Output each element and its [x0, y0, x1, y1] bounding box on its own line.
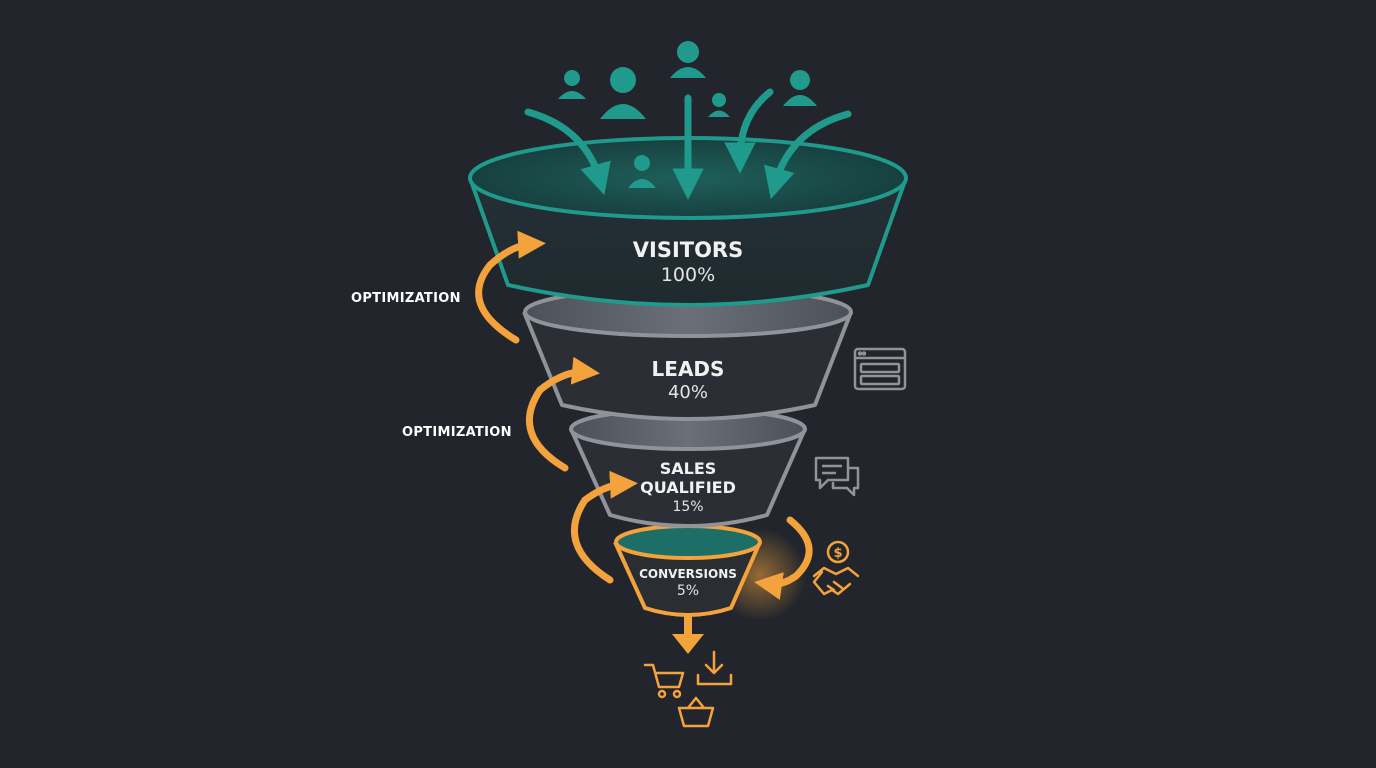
- stage-percent: 15%: [672, 499, 704, 515]
- shopping-cart-icon: [643, 663, 685, 699]
- stage-leads-label: LEADS 40%: [598, 359, 778, 402]
- browser-form-icon: [853, 347, 907, 391]
- stage-title: LEADS: [651, 357, 725, 381]
- people-icons: [558, 41, 817, 119]
- basket-icon: [677, 696, 715, 728]
- stage-sales-qualified-label: SALES QUALIFIED 15%: [608, 459, 768, 515]
- dollar-coin-icon: $: [826, 540, 850, 564]
- handshake-icon: [812, 566, 860, 596]
- chat-bubbles-icon: [814, 456, 860, 497]
- stage-percent: 5%: [676, 583, 700, 599]
- stage-conversions-label: CONVERSIONS 5%: [628, 568, 748, 598]
- stage-title: VISITORS: [632, 238, 744, 262]
- person-icon: [783, 70, 817, 106]
- person-icon: [670, 41, 706, 78]
- optimization-label: OPTIMIZATION: [402, 425, 512, 440]
- person-icon: [600, 67, 646, 119]
- person-icon: [708, 93, 730, 117]
- output-arrow: [672, 614, 704, 654]
- svg-text:$: $: [833, 546, 842, 561]
- incoming-arrows: [524, 88, 852, 200]
- person-icon: [628, 155, 656, 188]
- stage-title-line2: QUALIFIED: [640, 478, 736, 497]
- stage-title: CONVERSIONS: [639, 567, 737, 581]
- stage-percent: 100%: [660, 264, 716, 286]
- optimization-arrows: [475, 230, 813, 600]
- stage-title-line1: SALES: [659, 459, 717, 478]
- download-icon: [696, 650, 733, 686]
- stage-visitors-label: VISITORS 100%: [588, 240, 788, 285]
- stage-sales-qualified-shape: [569, 407, 807, 528]
- stage-percent: 40%: [667, 382, 708, 403]
- optimization-label: OPTIMIZATION: [351, 291, 461, 306]
- person-icon: [558, 70, 586, 99]
